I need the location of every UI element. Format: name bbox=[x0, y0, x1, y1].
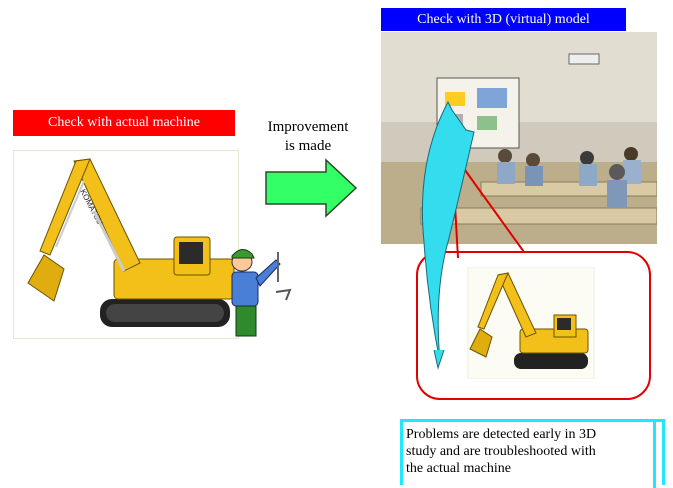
cyan-callout-arrow bbox=[421, 100, 475, 370]
excavator-arm bbox=[39, 158, 91, 256]
virtual-model-label: Check with 3D (virtual) model bbox=[381, 8, 626, 31]
note-box-edge bbox=[653, 419, 656, 488]
note-box: Problems are detected early in 3D study … bbox=[400, 419, 665, 485]
improvement-arrow bbox=[265, 158, 358, 218]
virtual-model-bubble bbox=[416, 251, 651, 400]
improvement-line-2: is made bbox=[284, 138, 332, 154]
note-line-2: study and are troubleshooted with bbox=[406, 444, 596, 459]
worker-figure bbox=[231, 249, 292, 337]
actual-machine-photo: KOMATSU bbox=[13, 150, 239, 339]
improvement-line-1: Improvement bbox=[267, 119, 349, 135]
excavator-bucket bbox=[27, 254, 65, 302]
improvement-text: Improvement is made bbox=[252, 118, 364, 156]
excavator-illustration: KOMATSU bbox=[27, 158, 235, 327]
projector bbox=[568, 53, 600, 65]
note-line-1: Problems are detected early in 3D bbox=[406, 427, 597, 442]
excavator-boom bbox=[73, 158, 141, 272]
small-excavator-illustration bbox=[467, 267, 595, 379]
actual-machine-label: Check with actual machine bbox=[13, 110, 235, 136]
note-line-3: the actual machine bbox=[406, 461, 511, 476]
